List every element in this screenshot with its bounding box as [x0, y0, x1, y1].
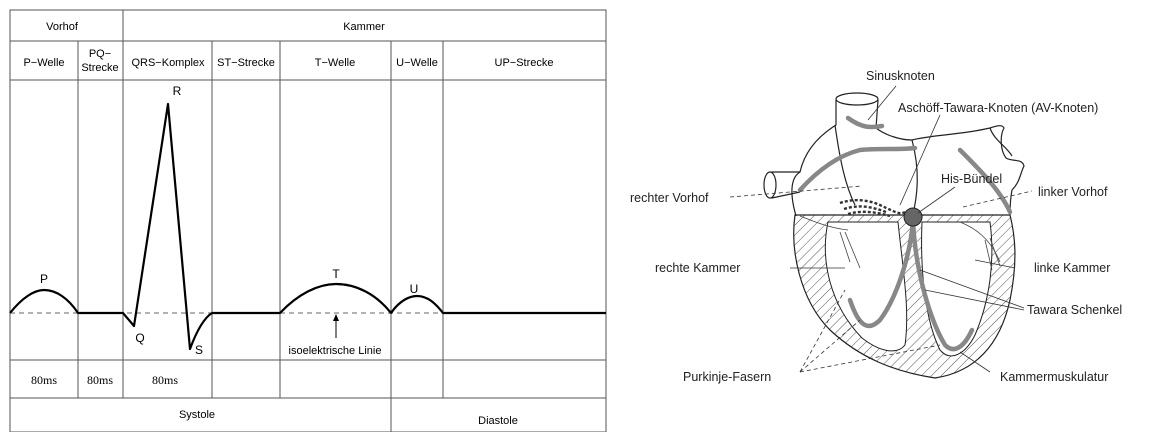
leader-tawara-1 — [919, 269, 1025, 309]
label-rechte-kammer: rechte Kammer — [655, 261, 740, 275]
segment-p-welle: P−Welle — [23, 57, 64, 69]
atrial-wall-right — [834, 124, 856, 206]
tricuspid-valve — [799, 215, 849, 231]
label-q: Q — [135, 331, 144, 345]
leader-his — [917, 186, 956, 214]
leader-purkinje-3 — [799, 344, 941, 373]
segment-qrs: QRS−Komplex — [131, 57, 205, 69]
leader-kammermuskulatur — [959, 351, 991, 373]
his-bundle-node — [903, 207, 923, 227]
label-purkinje-fasern: Purkinje-Fasern — [683, 370, 771, 384]
leader-purkinje-2 — [799, 289, 846, 373]
label-his-buendel: His-Bündel — [941, 172, 1002, 186]
baseline-label: isoelektrische Linie — [289, 345, 382, 357]
duration-p: 80ms — [31, 373, 57, 387]
label-av-knoten: Aschöff-Tawara-Knoten (AV-Knoten) — [898, 101, 1098, 115]
segment-up: UP−Strecke — [495, 57, 554, 69]
left-atrium-outline — [911, 125, 1025, 216]
label-kammermuskulatur: Kammermuskulatur — [1000, 370, 1108, 384]
duration-qrs: 80ms — [152, 373, 178, 387]
label-u: U — [410, 282, 419, 296]
baseline-arrowhead — [333, 314, 339, 321]
label-sinusknoten: Sinusknoten — [866, 69, 935, 83]
segment-pq-line2: Strecke — [81, 62, 118, 74]
label-p: P — [40, 272, 48, 286]
leader-linker-vorhof — [962, 190, 1033, 208]
vena-cava-superior — [799, 95, 913, 173]
label-r: R — [173, 84, 182, 98]
phase-systole: Systole — [179, 409, 215, 421]
header-vorhof: Vorhof — [46, 21, 79, 33]
chordae-right — [839, 231, 861, 269]
header-kammer: Kammer — [343, 21, 385, 33]
label-s: S — [195, 343, 203, 357]
leader-tawara-2 — [924, 289, 1025, 311]
segment-t-welle: T−Welle — [315, 57, 355, 69]
leader-sinusknoten — [867, 85, 897, 121]
leader-rechter-vorhof — [729, 185, 863, 198]
ecg-trace — [9, 102, 606, 351]
left-bundle-branch — [910, 217, 975, 352]
duration-pq: 80ms — [87, 373, 113, 387]
right-bundle-branch — [847, 217, 916, 329]
sinus-node-tract — [845, 115, 885, 130]
chordae-left — [984, 237, 1001, 271]
heart-diagram: Sinusknoten Aschöff-Tawara-Knoten (AV-Kn… — [630, 69, 1122, 384]
mitral-valve — [959, 221, 1001, 263]
label-linke-kammer: linke Kammer — [1034, 261, 1110, 275]
internodal-tract — [797, 145, 918, 193]
segment-st: ST−Strecke — [217, 57, 275, 69]
label-tawara-schenkel: Tawara Schenkel — [1027, 303, 1122, 317]
label-rechter-vorhof: rechter Vorhof — [630, 191, 709, 205]
segment-pq-line1: PQ− — [89, 48, 111, 60]
leader-linke-kammer — [974, 259, 1016, 269]
pulmonary-vein — [989, 127, 1013, 157]
ecg-diagram: Vorhof Kammer P−Welle PQ− Strecke QRS−Ko… — [9, 9, 607, 432]
atrial-septum — [911, 139, 918, 219]
left-atrial-tract — [957, 147, 1013, 215]
label-linker-vorhof: linker Vorhof — [1038, 185, 1108, 199]
label-t: T — [332, 267, 340, 281]
vena-cava-opening — [835, 92, 879, 106]
vena-cava-inferior — [763, 171, 777, 199]
ecg-frame — [9, 9, 607, 432]
leader-purkinje-1 — [799, 319, 861, 373]
av-node-texture — [839, 198, 906, 218]
leader-av-knoten — [899, 114, 941, 206]
phase-diastole: Diastole — [478, 415, 518, 427]
segment-u-welle: U−Welle — [396, 57, 438, 69]
